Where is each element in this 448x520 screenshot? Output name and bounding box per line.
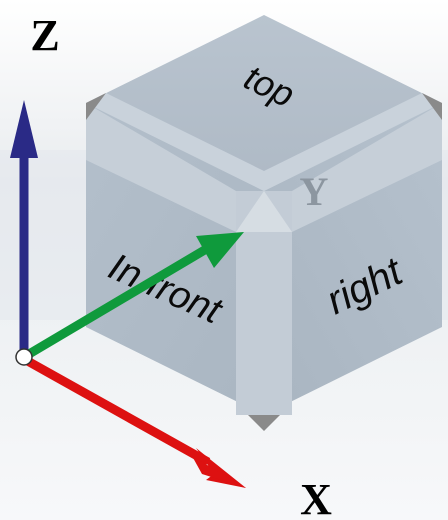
cube-edge-top-left[interactable]: [86, 93, 264, 191]
x-axis-line: [21, 355, 211, 466]
y-axis-line: [21, 244, 211, 361]
cube-edge-front-top[interactable]: [86, 103, 236, 232]
z-axis-arrowhead: [10, 100, 38, 158]
x-axis-label: X: [300, 475, 332, 520]
x-axis-arrowhead-fill: [196, 448, 246, 488]
origin-point: [15, 348, 33, 366]
z-axis-label: Z: [30, 11, 59, 60]
cube-edge-right-top[interactable]: [292, 103, 442, 232]
cube-corner-bottom[interactable]: [248, 415, 280, 431]
cube-edge-front-vertical[interactable]: [236, 191, 292, 415]
y-axis-arrowhead: [196, 232, 244, 268]
cube-corner-left[interactable]: [86, 93, 106, 120]
cube-edge-top-right[interactable]: [264, 93, 442, 191]
cube-corner-right[interactable]: [422, 93, 442, 120]
y-axis-label: Y: [300, 169, 329, 214]
x-axis-arrowhead: [192, 456, 246, 488]
cube-corner-center[interactable]: [236, 191, 292, 232]
